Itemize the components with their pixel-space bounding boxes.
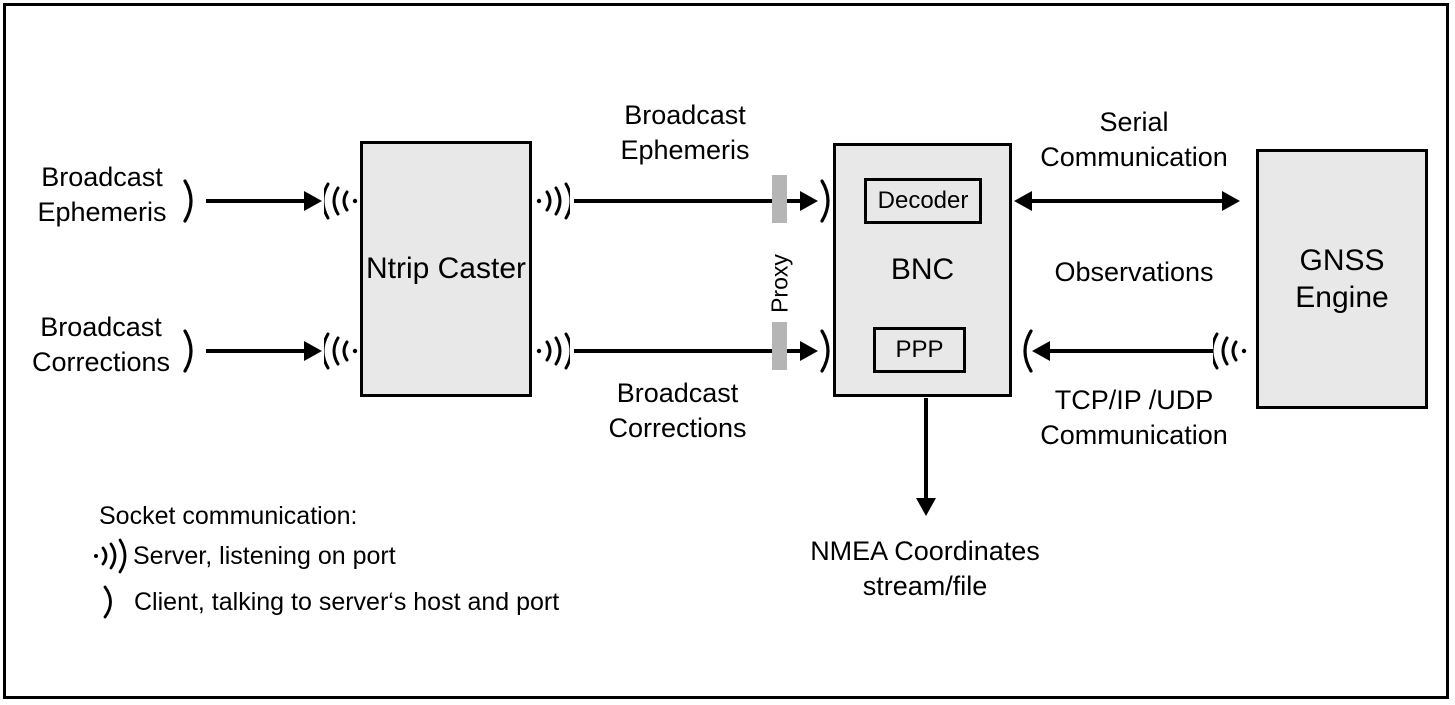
proxy-bar-bottom	[772, 322, 787, 370]
arrow-ephemeris-to-caster-head	[304, 191, 322, 211]
arrow-caster-to-bnc-ephemeris-line	[574, 199, 806, 203]
node-decoder[interactable]: Decoder	[864, 178, 982, 224]
arrow-serial-head-right	[1222, 191, 1240, 211]
node-gnss-engine-label: GNSS Engine	[1295, 243, 1389, 315]
arrow-caster-to-bnc-corrections-line	[574, 349, 806, 353]
node-ppp-label: PPP	[895, 336, 944, 363]
client-paren-icon	[100, 584, 122, 620]
server-waves-icon-caster-in-ephemeris	[321, 180, 358, 222]
diagram-frame	[3, 3, 1449, 699]
node-ntrip-caster-label: Ntrip Caster	[365, 252, 527, 286]
label-observations: Observations	[1054, 257, 1214, 287]
arrow-serial-line	[1029, 199, 1226, 203]
arrow-observations-line	[1047, 349, 1213, 353]
node-gnss-engine[interactable]: GNSS Engine	[1256, 149, 1428, 409]
arrow-ephemeris-to-caster-line	[206, 199, 308, 203]
client-paren-icon-bnc-in-corrections	[818, 328, 838, 374]
client-paren-icon-bnc-in-observations	[1016, 328, 1036, 374]
arrow-observations-head	[1032, 341, 1050, 361]
node-decoder-label: Decoder	[877, 187, 969, 214]
server-waves-icon-caster-in-corrections	[321, 330, 358, 372]
node-ntrip-caster[interactable]: Ntrip Caster	[360, 141, 532, 397]
legend-title: Socket communication:	[99, 502, 358, 530]
legend-item-client-label: Client, talking to server‘s host and por…	[134, 587, 560, 616]
arrow-serial-head-left	[1014, 191, 1032, 211]
proxy-bar-top	[772, 175, 787, 223]
label-nmea-output: NMEA Coordinates stream/file	[810, 536, 1040, 601]
legend-item-server-label: Server, listening on port	[133, 541, 396, 570]
arrow-corrections-to-caster-head	[304, 341, 322, 361]
server-waves-icon-caster-out-ephemeris	[536, 180, 573, 222]
legend-item-client: Client, talking to server‘s host and por…	[100, 584, 559, 620]
server-waves-icon-caster-out-corrections	[536, 330, 573, 372]
client-paren-icon-corrections-source	[180, 328, 202, 374]
client-paren-icon-bnc-in-ephemeris	[818, 178, 838, 224]
node-bnc-label: BNC	[890, 253, 955, 287]
arrow-nmea-head	[916, 498, 936, 516]
client-paren-icon-ephemeris-source	[180, 178, 202, 224]
arrow-nmea-line	[924, 398, 928, 502]
label-broadcast-ephemeris-left: Broadcast Ephemeris	[37, 162, 167, 227]
arrow-caster-to-bnc-ephemeris-head	[800, 191, 818, 211]
label-tcpip-udp-communication: TCP/IP /UDP Communication	[1040, 385, 1228, 450]
arrow-corrections-to-caster-line	[206, 349, 308, 353]
label-broadcast-ephemeris-mid: Broadcast Ephemeris	[620, 100, 750, 165]
label-proxy: Proxy	[766, 254, 793, 313]
label-serial-communication: Serial Communication	[1040, 107, 1228, 172]
label-broadcast-corrections-mid: Broadcast Corrections	[608, 378, 747, 443]
legend-item-server: Server, listening on port	[93, 538, 396, 574]
node-ppp[interactable]: PPP	[873, 327, 966, 373]
label-broadcast-corrections-left: Broadcast Corrections	[31, 312, 171, 377]
server-waves-icon	[93, 538, 127, 574]
server-waves-icon-gnss-out	[1210, 330, 1247, 372]
arrow-caster-to-bnc-corrections-head	[800, 341, 818, 361]
